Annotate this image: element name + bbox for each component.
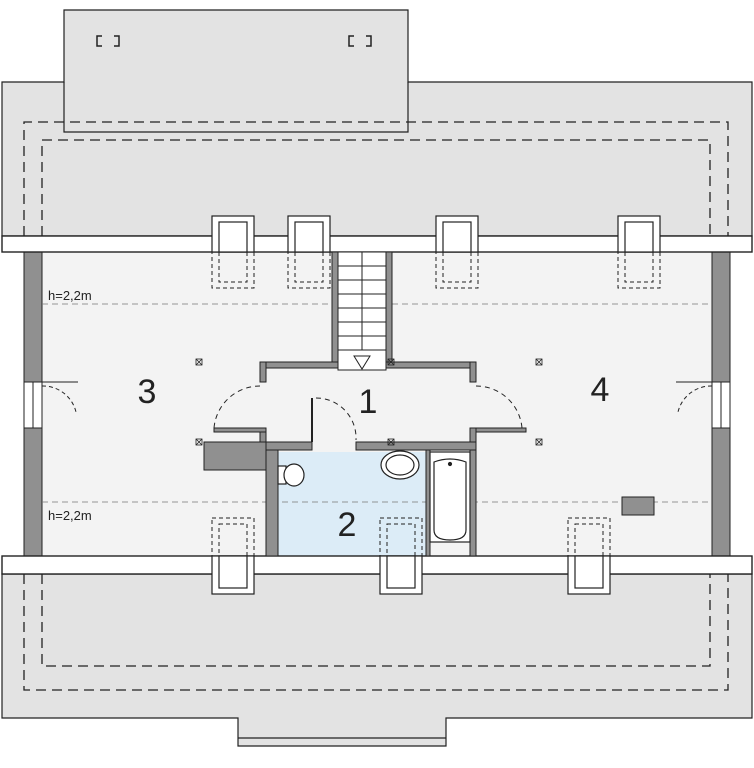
roof-dashed-outline [23,121,729,691]
gable-walls [23,251,731,557]
room-number-2: 2 [338,506,357,544]
washbasin [380,450,420,480]
skylight-markers [96,35,372,47]
room-number-1: 1 [359,383,378,421]
staircase [337,251,387,371]
door-swings [213,385,523,442]
interior-walls [203,251,527,557]
chimney [621,496,655,516]
roof-window-projections-top [211,251,661,289]
gable-windows [23,381,731,429]
roof-windows-bottom [211,555,611,595]
room-number-3: 3 [138,373,157,411]
toilet [277,463,305,487]
roof-window-projections-bottom [211,517,611,557]
room-number-4: 4 [591,371,610,409]
stair-direction-arrow [353,355,371,370]
roof-windows-top [211,215,661,253]
roof-area-bottom [1,573,753,747]
bathtub [429,451,471,543]
height-label-lower: h=2,2m [48,508,92,523]
light-point-markers [195,358,543,446]
roof-area-top [1,9,753,237]
height-label-upper: h=2,2m [48,288,92,303]
